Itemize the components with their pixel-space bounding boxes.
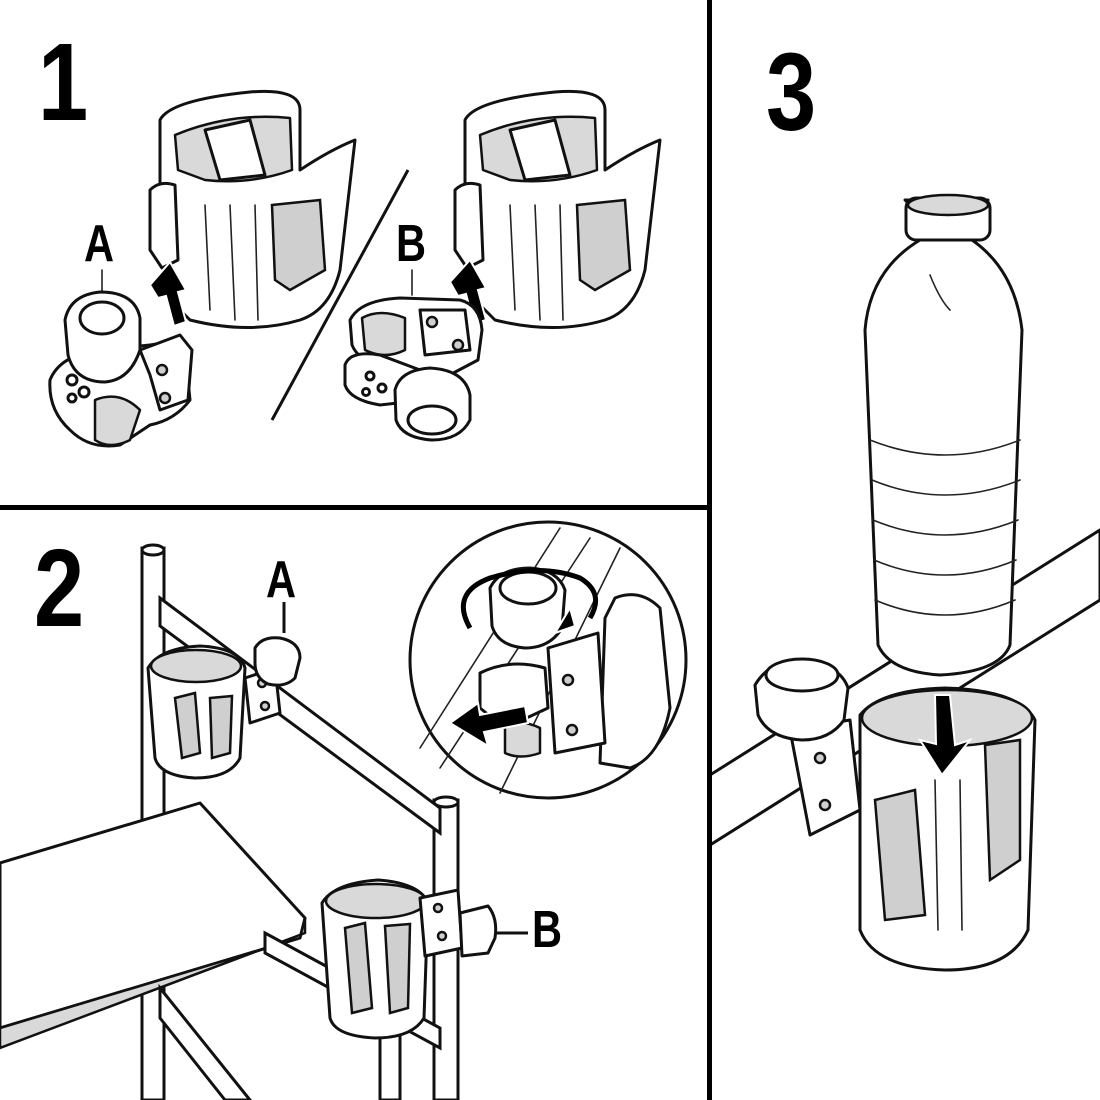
label-b-step-1: B xyxy=(396,215,427,273)
detail-zoom-circle xyxy=(408,520,688,800)
label-a-step-2: A xyxy=(266,551,297,609)
horizontal-divider xyxy=(0,505,710,510)
cup-holder-a xyxy=(148,89,357,329)
clamp-b xyxy=(343,296,484,442)
water-bottle-icon xyxy=(863,193,1024,677)
cup-holder-mounted xyxy=(753,657,1037,972)
label-b-step-2: B xyxy=(532,901,563,959)
step-1-number: 1 xyxy=(38,21,88,144)
step-1-panel: 1 A B xyxy=(0,0,710,508)
step-2-panel: 2 A B xyxy=(0,508,710,1100)
step-1-illustration xyxy=(48,89,662,448)
step-2-number: 2 xyxy=(34,527,84,650)
arrow-down-icon xyxy=(917,694,973,777)
cup-holder-b-mounted xyxy=(320,878,498,1040)
pull-arrow-icon xyxy=(448,701,530,749)
arrow-up-a-icon xyxy=(148,260,188,328)
cup-holder-b xyxy=(453,89,662,329)
step-3-number: 3 xyxy=(766,31,816,154)
step-3-panel: 3 xyxy=(708,0,1100,1100)
vertical-divider xyxy=(707,0,712,1100)
separator-line xyxy=(270,169,410,421)
step-2-illustration xyxy=(0,520,688,1100)
clamp-a xyxy=(48,290,194,448)
step-3-illustration xyxy=(708,193,1100,972)
cup-holder-a-mounted xyxy=(146,636,302,780)
label-a-step-1: A xyxy=(84,215,115,273)
arrow-up-b-icon xyxy=(448,258,488,326)
